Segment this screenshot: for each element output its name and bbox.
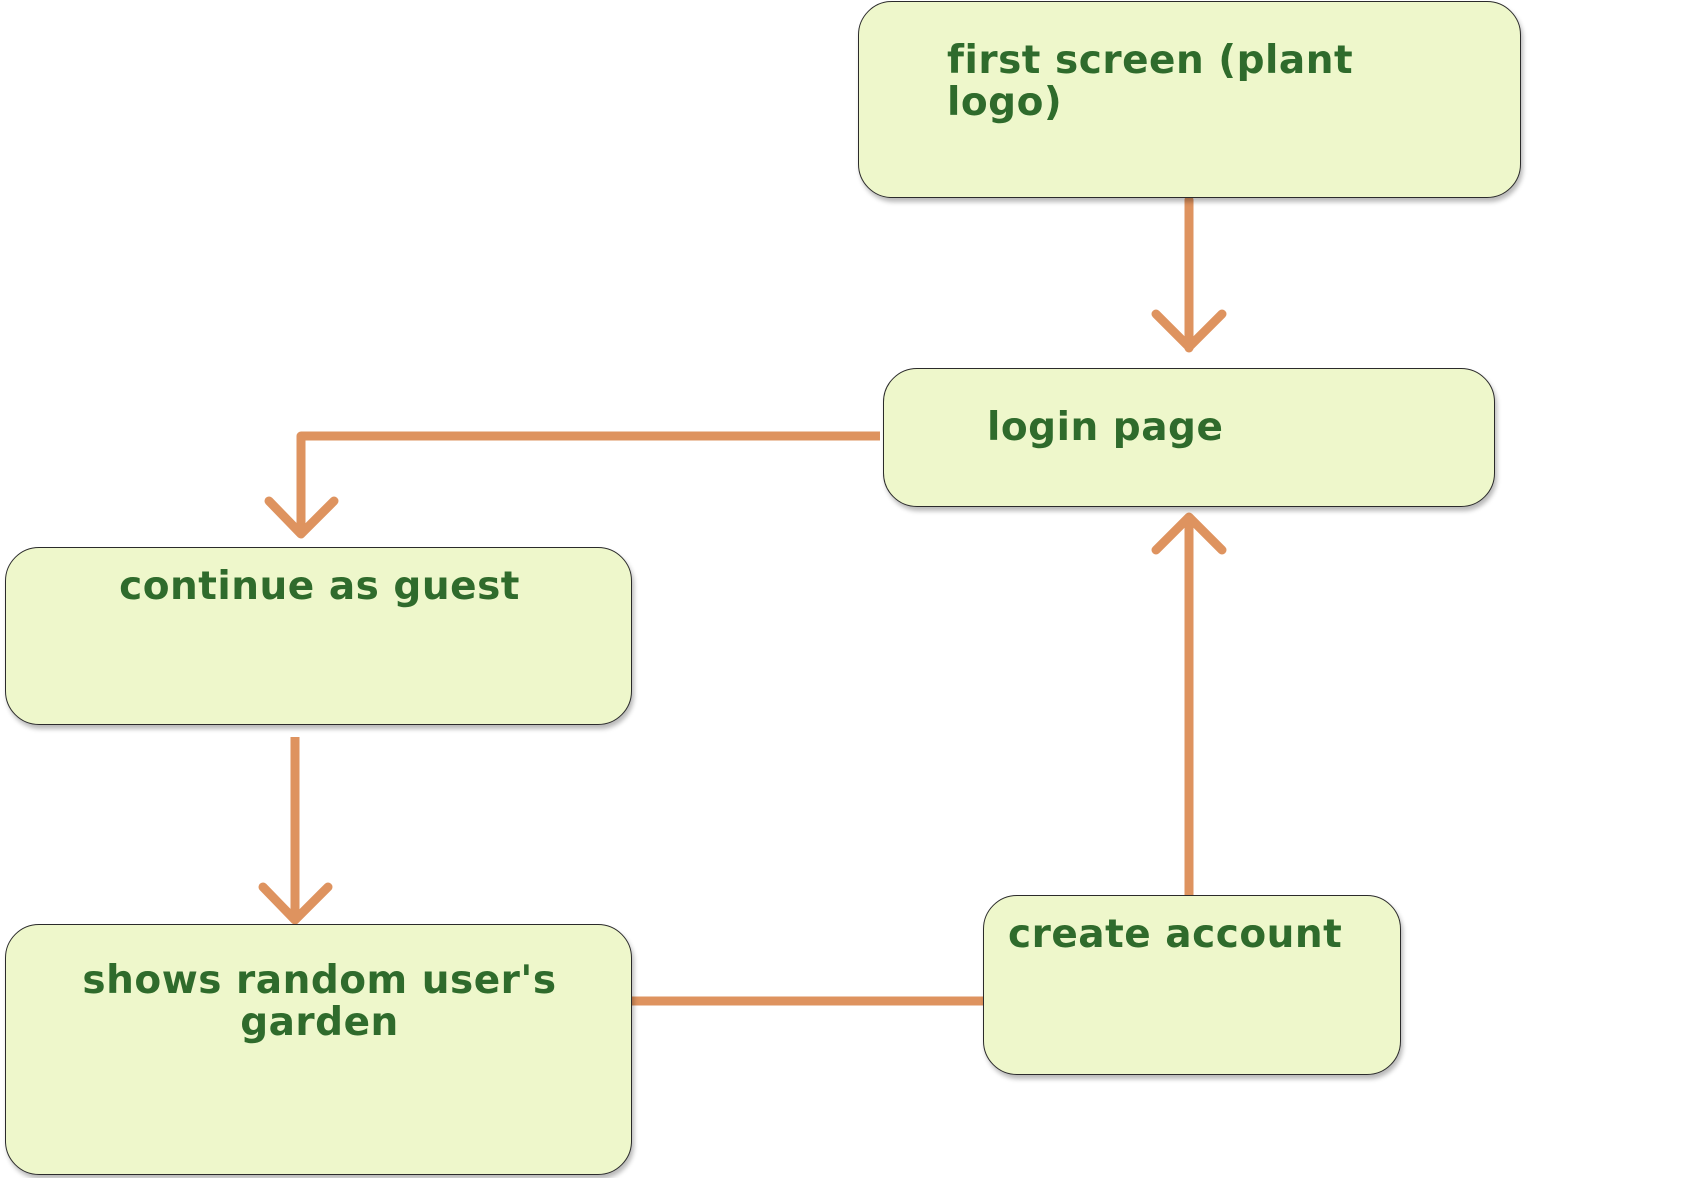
node-login-page-label: login page (987, 405, 1224, 450)
node-login-page: login page (883, 368, 1495, 507)
node-continue-as-guest-label: continue as guest (119, 564, 520, 609)
node-create-account: create account (983, 895, 1401, 1075)
node-continue-as-guest: continue as guest (5, 547, 632, 725)
arrowhead-garden-top-icon (258, 882, 333, 925)
node-first-screen: first screen (plant logo) (858, 1, 1521, 198)
node-first-screen-label: first screen (plant logo) (947, 38, 1354, 125)
node-random-garden: shows random user's garden (5, 924, 632, 1175)
node-create-account-label: create account (1008, 912, 1343, 957)
arrowhead-login-top-icon (1151, 309, 1227, 352)
edge-login-to-guest (296, 431, 880, 533)
node-random-garden-label: shows random user's garden (82, 958, 557, 1045)
arrowhead-guest-top-icon (264, 496, 339, 539)
arrowhead-login-bottom-icon (1151, 512, 1227, 555)
